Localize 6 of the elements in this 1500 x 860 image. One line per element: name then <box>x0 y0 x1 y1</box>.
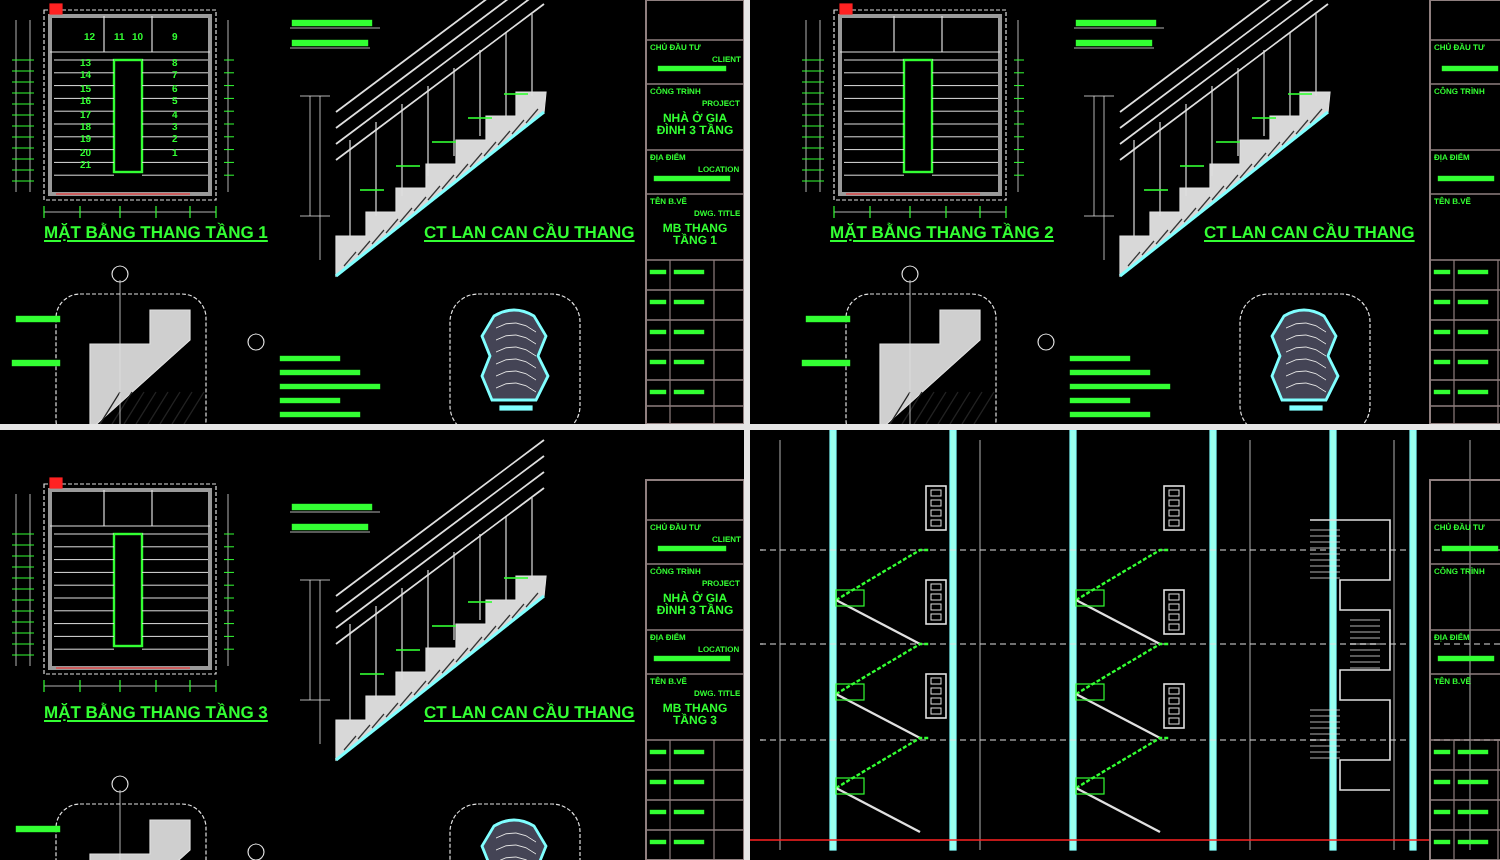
drawing-title: MẶT BẰNG THANG TẦNG 1 <box>44 224 268 242</box>
drawing-title: MẶT BẰNG THANG TẦNG 2 <box>830 224 1054 242</box>
drawing-title: CT LAN CAN CẦU THANG <box>424 224 635 242</box>
drawing-title: CT LAN CAN CẦU THANG <box>1204 224 1415 242</box>
drawing-title: MẶT BẰNG THANG TẦNG 3 <box>44 704 268 722</box>
drawing-title: CT LAN CAN CẦU THANG <box>424 704 635 722</box>
